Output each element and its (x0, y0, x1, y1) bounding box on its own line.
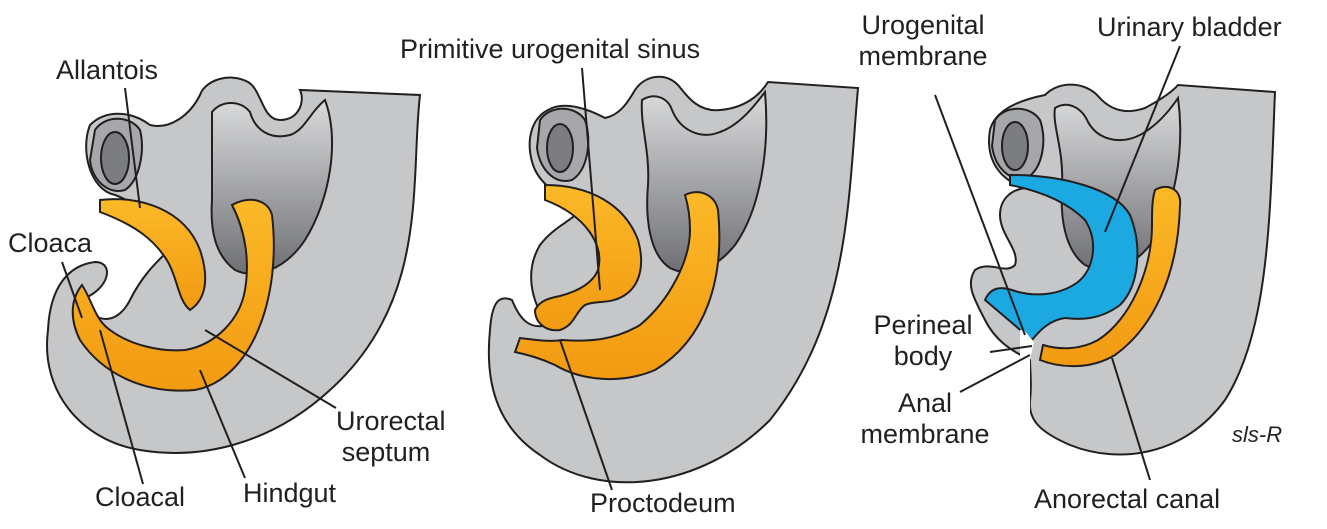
label-perineal-body: Perineal body (858, 310, 988, 372)
label-allantois: Allantois (56, 55, 158, 86)
label-cloacal-membrane: Cloacal (95, 482, 185, 513)
right-allantois-lumen (1002, 122, 1028, 170)
label-urorectal-septum-line1: Urorectal (336, 406, 436, 437)
label-hindgut: Hindgut (243, 478, 336, 509)
left-allantois-lumen (101, 132, 129, 184)
label-perineal-body-line1: Perineal (858, 310, 988, 341)
label-anal-membrane-line2: membrane (860, 419, 990, 450)
label-anorectal-canal: Anorectal canal (1034, 484, 1220, 515)
label-urorectal-septum-line2: septum (336, 437, 436, 468)
middle-allantois-lumen (547, 124, 573, 172)
panel-left-embryo (47, 78, 420, 453)
label-proctodeum: Proctodeum (590, 488, 736, 519)
label-urinary-bladder: Urinary bladder (1097, 12, 1282, 43)
illustrator-signature: sls-R (1232, 422, 1282, 447)
label-anal-membrane: Anal membrane (860, 388, 990, 450)
label-urogenital-membrane-line1: Urogenital (858, 10, 988, 41)
label-urogenital-membrane-line2: membrane (858, 41, 988, 72)
panel-right-embryo (971, 85, 1275, 455)
label-cloaca: Cloaca (8, 228, 92, 259)
label-urogenital-membrane: Urogenital membrane (858, 10, 988, 72)
label-primitive-urogenital-sinus: Primitive urogenital sinus (400, 34, 700, 65)
label-perineal-body-line2: body (858, 341, 988, 372)
label-urorectal-septum: Urorectal septum (336, 406, 436, 468)
panel-middle-embryo (489, 77, 858, 482)
label-anal-membrane-line1: Anal (860, 388, 990, 419)
